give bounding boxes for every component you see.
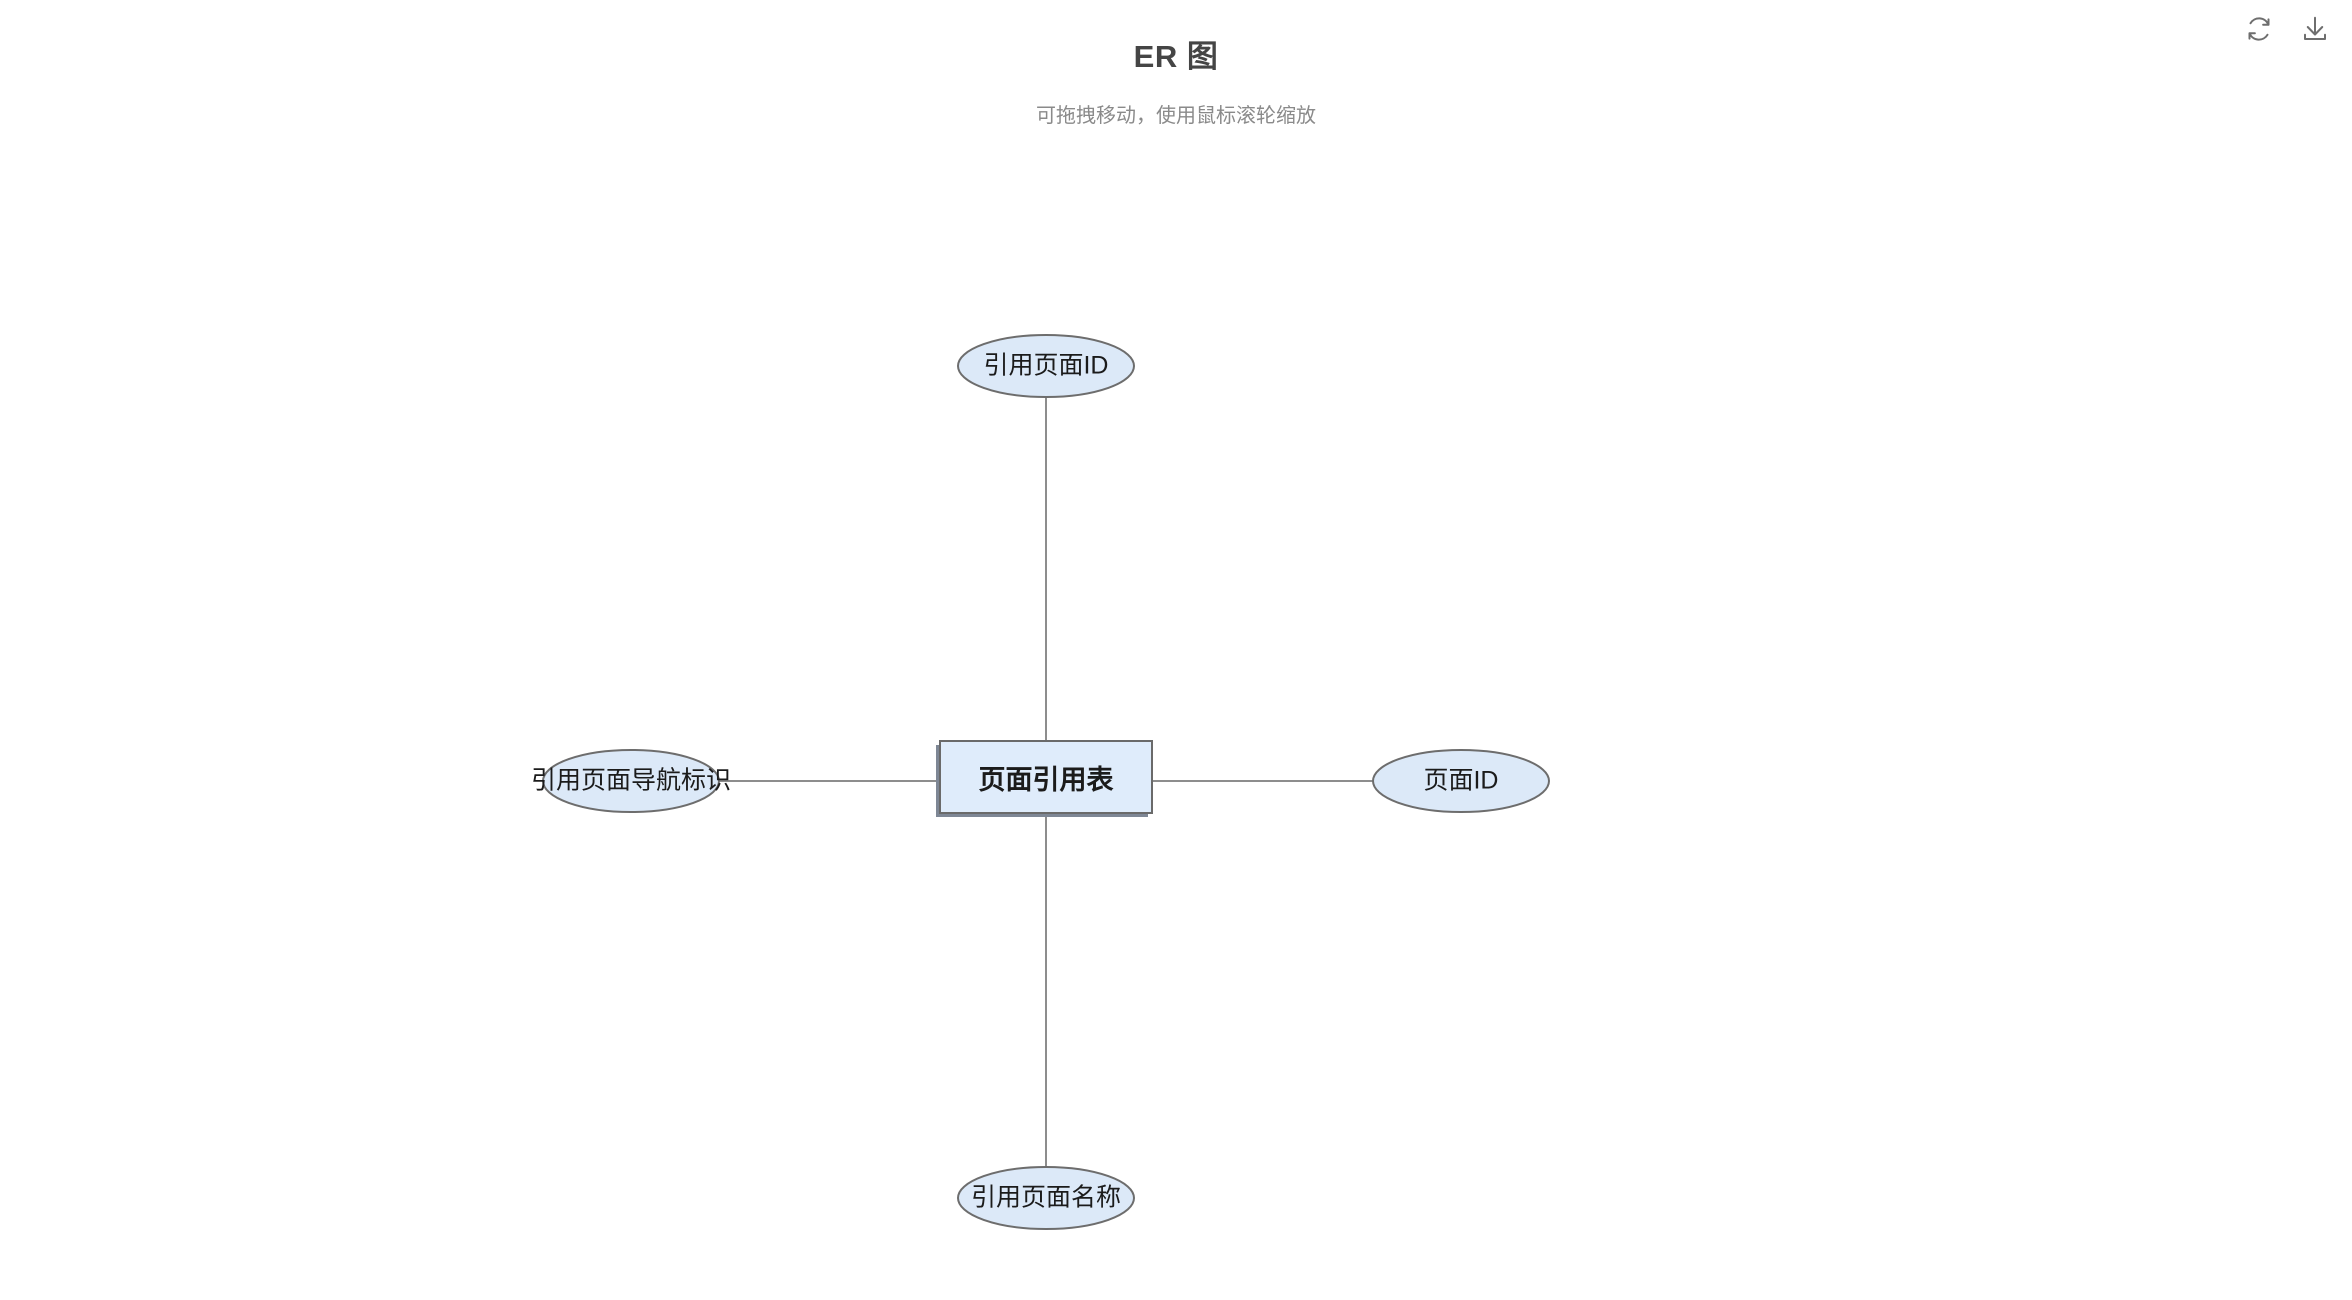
attribute-ellipse[interactable] [957,334,1135,398]
entity-label: 页面引用表 [979,765,1114,795]
toolbar [2242,12,2332,46]
attribute-node-left[interactable]: 引用页面导航标识 [531,749,731,813]
refresh-button[interactable] [2242,12,2276,46]
attribute-node-bottom[interactable]: 引用页面名称 [957,1166,1135,1230]
entity-node-main[interactable]: 页面引用表 [936,740,1153,817]
download-icon [2300,14,2330,44]
attribute-ellipse[interactable] [542,749,720,813]
download-button[interactable] [2298,12,2332,46]
edge-group [719,397,1373,1167]
attribute-node-right[interactable]: 页面ID [1372,749,1550,813]
attribute-label: 引用页面ID [983,352,1108,380]
attribute-label: 页面ID [1423,767,1498,795]
attribute-ellipse[interactable] [957,1166,1135,1230]
attribute-ellipse[interactable] [1372,749,1550,813]
attribute-label: 引用页面名称 [971,1184,1121,1212]
refresh-icon [2244,14,2274,44]
attribute-node-top[interactable]: 引用页面ID [957,334,1135,398]
entity-rect[interactable] [939,740,1153,814]
attribute-label: 引用页面导航标识 [531,767,731,795]
